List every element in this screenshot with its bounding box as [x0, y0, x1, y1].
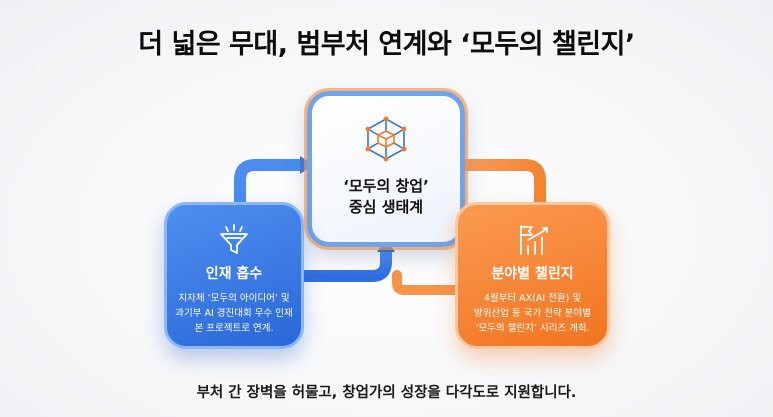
blue-connector-bottom — [294, 244, 392, 282]
flag-growth-chart-icon — [519, 225, 548, 255]
center-title-line-1: ‘모두의 창업’ — [343, 177, 429, 195]
talent-desc-line-1: 지자체 ‘모두의 아이디어’ 및 — [178, 293, 290, 304]
talent-desc-line-3: 본 프로젝트로 연계. — [194, 323, 274, 334]
blue-connector-top — [234, 159, 308, 211]
center-title-line-2: 중심 생태계 — [348, 198, 424, 216]
network-cube-icon — [365, 116, 407, 162]
talent-desc-line-2: 과기부 AI 경진대회 우수 인재 — [175, 308, 293, 319]
challenge-description: 4월부터 AX(AI 전환) 및 방위산업 등 국가 전략 분야별 ‘모두의 챌… — [458, 291, 607, 336]
center-card: ‘모두의 창업’ 중심 생태계 — [307, 91, 465, 247]
orange-connector-bottom — [392, 270, 475, 295]
funnel-icon — [220, 224, 248, 254]
center-title: ‘모두의 창업’ 중심 생태계 — [312, 176, 460, 218]
challenge-card: 분야별 챌린지 4월부터 AX(AI 전환) 및 방위산업 등 국가 전략 분야… — [455, 202, 610, 349]
talent-heading: 인재 흡수 — [205, 266, 263, 282]
footer-caption: 부처 간 장벽을 허물고, 창업가의 성장을 다각도로 지원합니다. — [196, 385, 577, 401]
orange-connector-top — [449, 159, 546, 211]
challenge-desc-line-1: 4월부터 AX(AI 전환) 및 — [483, 293, 582, 304]
page-title: 더 넓은 무대, 범부처 연계와 ‘모두의 챌린지’ — [138, 29, 635, 60]
talent-description: 지자체 ‘모두의 아이디어’ 및 과기부 AI 경진대회 우수 인재 본 프로젝… — [167, 291, 301, 336]
challenge-heading: 분야별 챌린지 — [491, 266, 574, 282]
challenge-desc-line-2: 방위산업 등 국가 전략 분야별 — [474, 308, 591, 319]
challenge-desc-line-3: ‘모두의 챌린지’ 시리즈 개최. — [475, 323, 590, 334]
talent-card: 인재 흡수 지자체 ‘모두의 아이디어’ 및 과기부 AI 경진대회 우수 인재… — [164, 202, 304, 349]
